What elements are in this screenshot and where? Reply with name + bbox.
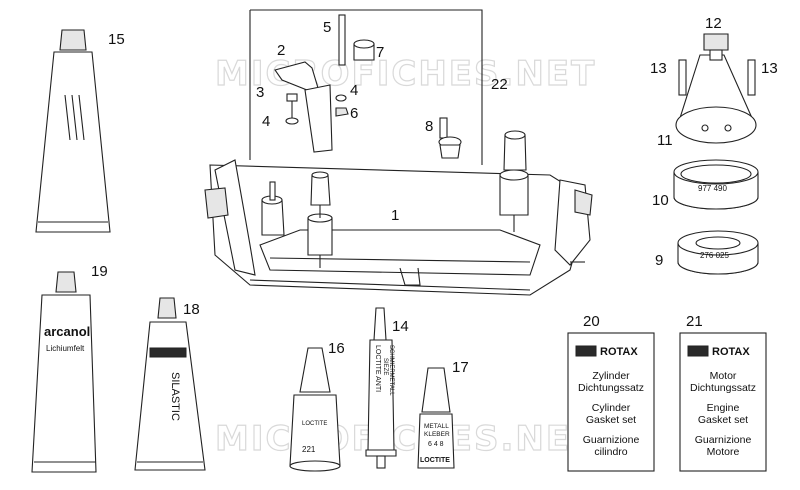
- card-21-line4: Gasket set: [698, 414, 748, 426]
- ring-9-code: 276 025: [700, 251, 729, 260]
- label-10: 10: [652, 192, 669, 209]
- card-21-engine-gasket-set: ROTAX Motor Dichtungssatz Engine Gasket …: [679, 313, 767, 472]
- label-9: 9: [655, 252, 663, 269]
- watermark-bottom: MICROFICHES.NET: [215, 419, 596, 459]
- part-19-arcanol-tube: arcanol Lichiumfelt 19: [31, 263, 108, 473]
- label-1: 1: [391, 207, 399, 224]
- part-11-puller: 12 13 13 11: [650, 15, 778, 149]
- label-19: 19: [91, 263, 108, 280]
- label-21: 21: [686, 313, 703, 330]
- syringe-14-line-a: LOCTITE ANTI: [374, 345, 381, 392]
- label-13a: 13: [650, 60, 667, 77]
- card-21-line6: Motore: [707, 446, 740, 458]
- bottle-17-line-a: METALL: [424, 423, 449, 430]
- label-16: 16: [328, 340, 345, 357]
- label-11: 11: [657, 132, 673, 149]
- label-20: 20: [583, 313, 600, 330]
- part-9-ring: 276 025 9: [655, 230, 759, 275]
- label-4a: 4: [262, 113, 270, 130]
- part-14-syringe: LOCTITE ANTI SIEZE SCHMIERMETALL 14: [365, 307, 409, 469]
- bottle-17-line-d: LOCTITE: [420, 457, 450, 464]
- bottle-17-line-c: 6 4 8: [428, 441, 444, 448]
- card-20-line6: cilindro: [594, 446, 627, 458]
- part-22-kit-bracket: 2 3 4 4 5 6 7 8 22: [249, 9, 508, 165]
- watermark-top: MICROFICHES.NET: [215, 54, 596, 94]
- label-17: 17: [452, 359, 469, 376]
- label-3: 3: [256, 84, 264, 101]
- label-15: 15: [108, 31, 125, 48]
- silastic-label: SILASTIC: [169, 372, 181, 421]
- part-10-ring: 977 490 10: [652, 159, 759, 210]
- card-20-brand: ROTAX: [600, 346, 638, 358]
- syringe-14-line-c: SCHMIERMETALL: [388, 345, 394, 396]
- part-15-grease-tube: 15: [35, 29, 125, 233]
- label-5: 5: [323, 19, 331, 36]
- card-21-line2: Dichtungssatz: [690, 382, 756, 394]
- bottle-17-line-b: KLEBER: [424, 431, 450, 438]
- label-18: 18: [183, 301, 200, 318]
- card-20-cylinder-gasket-set: ROTAX Zylinder Dichtungssatz Cylinder Ga…: [567, 313, 655, 472]
- label-14: 14: [392, 318, 409, 335]
- label-22: 22: [491, 76, 508, 93]
- label-8: 8: [425, 118, 433, 135]
- bottle-16-code: 221: [302, 445, 316, 454]
- ring-10-code: 977 490: [698, 184, 727, 193]
- card-20-line2: Dichtungssatz: [578, 382, 644, 394]
- label-12: 12: [705, 15, 722, 32]
- syringe-14-line-b: SIEZE: [382, 358, 388, 375]
- label-7: 7: [376, 44, 384, 61]
- part-18-silastic-tube: SILASTIC 18: [134, 297, 206, 471]
- part-17-loctite-bottle: METALL KLEBER 6 4 8 LOCTITE 17: [417, 359, 469, 469]
- label-4b: 4: [350, 82, 358, 99]
- card-21-line1: Motor: [710, 370, 737, 382]
- arcanol-sub: Lichiumfelt: [46, 344, 85, 353]
- card-21-line3: Engine: [707, 402, 740, 414]
- card-20-line3: Cylinder: [592, 402, 631, 414]
- arcanol-brand: arcanol: [44, 324, 90, 339]
- card-20-line5: Guarnizione: [583, 434, 640, 446]
- part-16-loctite-bottle: LOCTITE 221 16: [289, 340, 345, 472]
- label-13b: 13: [761, 60, 778, 77]
- card-21-line5: Guarnizione: [695, 434, 752, 446]
- card-20-line4: Gasket set: [586, 414, 636, 426]
- bottle-16-brand: LOCTITE: [302, 421, 327, 427]
- card-21-brand: ROTAX: [712, 346, 750, 358]
- label-6: 6: [350, 105, 358, 122]
- card-20-line1: Zylinder: [592, 370, 630, 382]
- label-2: 2: [277, 42, 285, 59]
- part-1-fixture: 1: [204, 130, 593, 296]
